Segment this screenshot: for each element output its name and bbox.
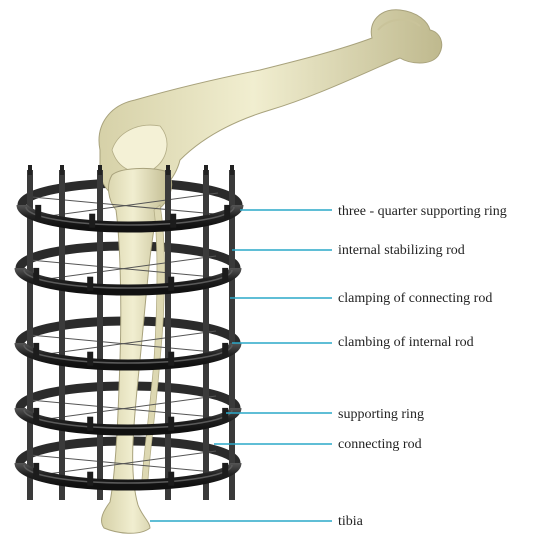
rod-cap-1 (28, 165, 32, 175)
label-clamping-of-connecting-rod: clamping of connecting rod (338, 291, 492, 306)
bolt-3-1 (33, 343, 39, 357)
bolt-4-3 (168, 417, 174, 431)
rod-cap-5 (204, 165, 208, 175)
rod-4 (165, 170, 171, 500)
bolt-2-3 (168, 277, 174, 291)
bolt-1-3 (170, 214, 176, 228)
bolt-3-4 (222, 343, 228, 357)
rod-6 (229, 170, 235, 500)
bolt-1-4 (224, 205, 230, 219)
bolt-3-3 (168, 352, 174, 366)
bolt-2-4 (222, 268, 228, 282)
rod-3 (97, 170, 103, 500)
label-supporting-ring: supporting ring (338, 407, 424, 422)
bolt-4-1 (33, 408, 39, 422)
bolt-5-4 (222, 463, 228, 477)
rod-cap-4 (166, 165, 170, 175)
bolt-4-4 (222, 408, 228, 422)
bolt-5-3 (168, 472, 174, 486)
bolt-2-1 (33, 268, 39, 282)
bolt-4-2 (87, 417, 93, 431)
labels: three - quarter supporting ring internal… (338, 204, 507, 529)
bolt-3-2 (87, 352, 93, 366)
rod-cap-2 (60, 165, 64, 175)
label-connecting-rod: connecting rod (338, 437, 422, 452)
label-three-quarter-supporting-ring: three - quarter supporting ring (338, 204, 507, 219)
label-internal-stabilizing-rod: internal stabilizing rod (338, 243, 465, 258)
label-clambing-of-internal-rod: clambing of internal rod (338, 335, 474, 350)
bolt-1-1 (35, 205, 41, 219)
rod-cap-3 (98, 165, 102, 175)
bolt-5-1 (33, 463, 39, 477)
rod-cap-6 (230, 165, 234, 175)
bolt-2-2 (87, 277, 93, 291)
bolt-1-2 (89, 214, 95, 228)
label-tibia: tibia (338, 514, 364, 529)
bolt-5-2 (87, 472, 93, 486)
